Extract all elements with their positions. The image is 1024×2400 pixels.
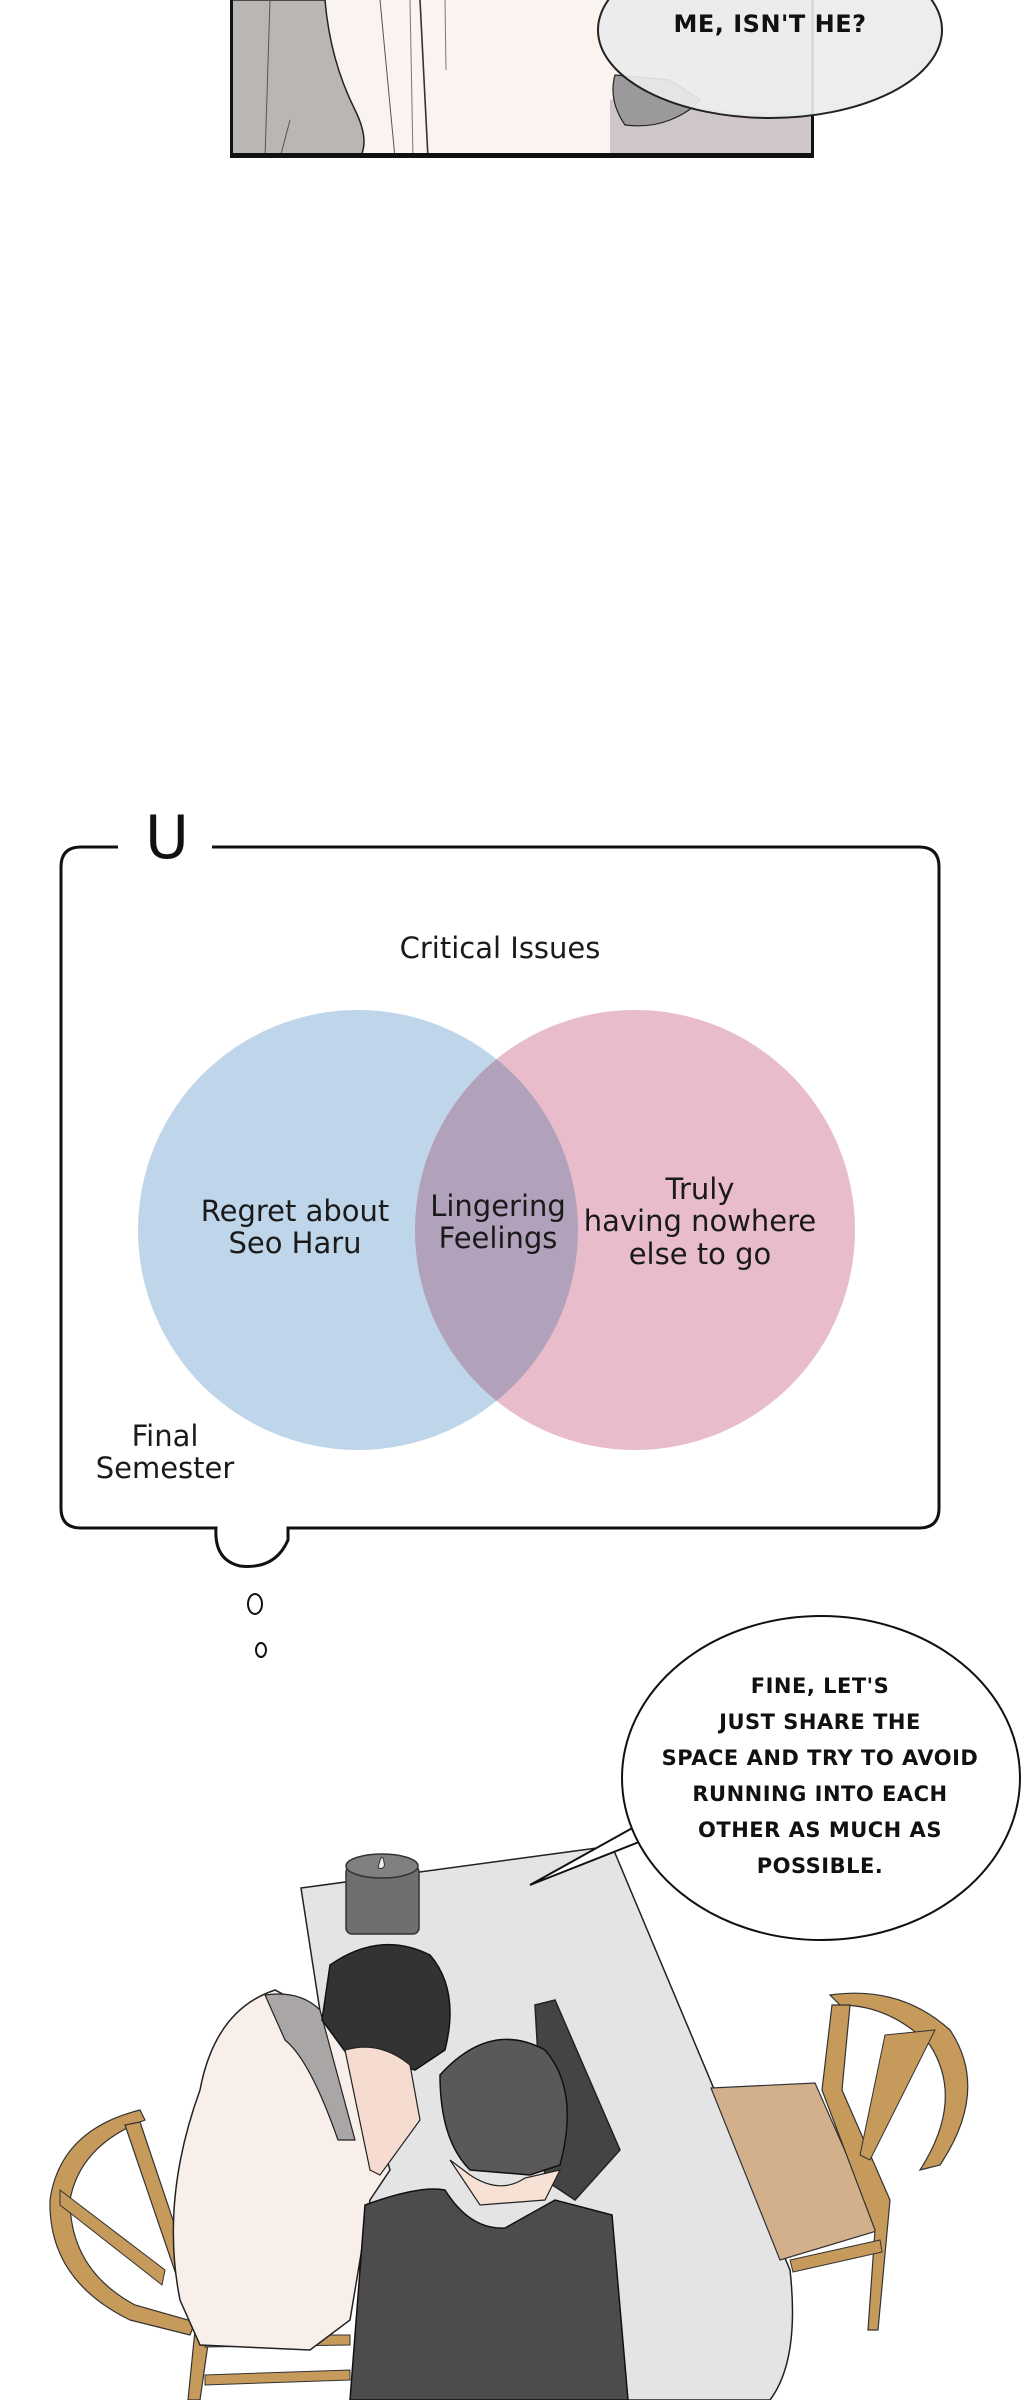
- venn-right-label-line: Truly: [665, 1172, 735, 1206]
- venn-overlap: [415, 1010, 578, 1450]
- speech-line: SPACE AND TRY TO AVOID: [661, 1746, 979, 1770]
- venn-overlap-label-line: Lingering: [430, 1189, 566, 1223]
- left-chair: [49, 2109, 196, 2336]
- venn-right-label: Truly having nowhere else to go: [575, 1172, 825, 1271]
- thought-box-initial: U: [145, 803, 189, 873]
- right-chair-backrest: [828, 1992, 969, 2171]
- speech-line: JUST SHARE THE: [719, 1710, 921, 1734]
- venn-overlap-label-line: Feelings: [438, 1221, 558, 1256]
- speech-line: POSSIBLE.: [756, 1854, 884, 1878]
- coat-fold-line: [264, 0, 271, 158]
- thought-box: [59, 845, 941, 1658]
- person-hair-grey: [439, 2038, 568, 2176]
- thought-trail-bubble-1: [247, 1593, 263, 1615]
- venn-left-label-line: Seo Haru: [228, 1226, 362, 1261]
- speech-line: FINE, LET'S: [750, 1674, 890, 1698]
- venn-left-label: Regret about Seo Haru: [185, 1195, 405, 1260]
- venn-left-label-line: Regret about: [200, 1194, 390, 1228]
- venn-right-label-line: having nowhere: [583, 1204, 817, 1239]
- final-semester-line: Final: [131, 1419, 199, 1453]
- venn-overlap-label: Lingering Feelings: [418, 1190, 578, 1255]
- thought-box-outline: [59, 845, 941, 1568]
- bottom-speech-text: FINE, LET'S JUST SHARE THE SPACE AND TRY…: [640, 1668, 1000, 1884]
- venn-right-label-line: else to go: [628, 1236, 772, 1271]
- grey-coat-shape: [230, 0, 365, 158]
- venn-title: Critical Issues: [399, 931, 601, 965]
- speech-line: RUNNING INTO EACH: [692, 1782, 948, 1806]
- person-dark-shirt: [349, 2188, 629, 2400]
- final-semester-label: Final Semester: [90, 1420, 240, 1485]
- venn-diagram: [138, 1010, 855, 1450]
- speech-bubble: [621, 1615, 1021, 1941]
- speech-line: OTHER AS MUCH AS: [698, 1818, 942, 1842]
- thought-trail-bubble-2: [255, 1642, 267, 1658]
- top-speech-bubble: [597, 0, 943, 119]
- top-speech-text: ME, ISN'T HE?: [673, 10, 867, 38]
- final-semester-line: Semester: [95, 1451, 235, 1486]
